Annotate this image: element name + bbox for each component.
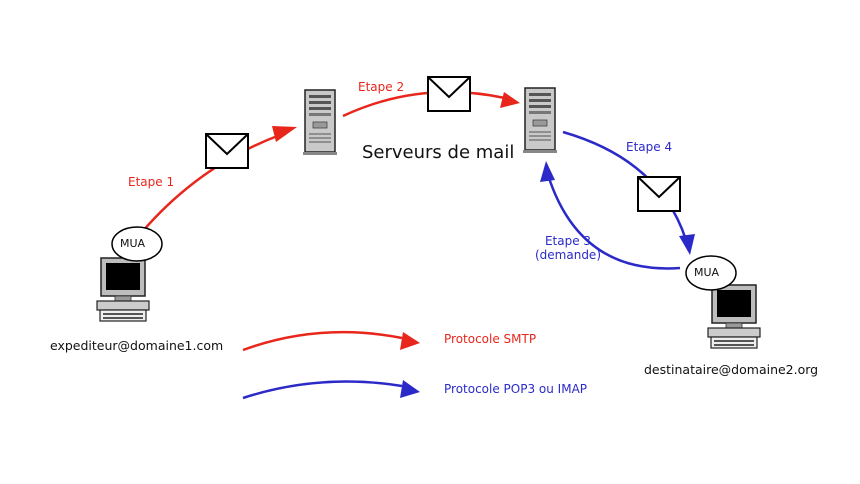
step4-label: Etape 4	[626, 140, 673, 154]
step1-arrow	[141, 133, 281, 233]
step2-arrowhead	[500, 92, 520, 108]
computer-icon	[707, 284, 761, 349]
step3-arrowhead	[540, 161, 555, 182]
legend-pop-arrow	[242, 380, 403, 400]
mua-sender-ellipse	[111, 226, 163, 262]
mua-recipient-ellipse	[685, 255, 737, 291]
envelope-icon	[205, 133, 249, 169]
computer-icon	[96, 257, 150, 322]
legend-smtp-label: Protocole SMTP	[444, 332, 537, 346]
step3-note: (demande)	[534, 248, 601, 262]
server-icon	[302, 89, 338, 156]
mua-recipient-label: MUA	[694, 266, 720, 279]
step1-arrowhead	[272, 126, 297, 142]
mua-sender-label: MUA	[120, 237, 146, 250]
step4-arrow	[562, 130, 688, 241]
legend-smtp-arrowhead	[400, 332, 420, 350]
sender-address: expediteur@domaine1.com	[50, 338, 224, 353]
servers-label: Serveurs de mail	[362, 142, 515, 163]
recipient-address: destinataire@domaine2.org	[644, 362, 819, 377]
server-icon	[522, 87, 558, 154]
step1-label: Etape 1	[128, 175, 175, 189]
legend-pop-label: Protocole POP3 ou IMAP	[444, 382, 588, 396]
envelope-icon	[637, 176, 681, 212]
step2-arrow	[342, 90, 506, 118]
step3-arrow	[546, 174, 681, 270]
legend-pop-arrowhead	[400, 380, 420, 398]
envelope-icon	[427, 76, 471, 112]
step4-arrowhead	[679, 234, 695, 255]
step2-label: Etape 2	[358, 80, 405, 94]
step3-label: Etape 3 (demande)	[528, 234, 608, 262]
legend-smtp-arrow	[242, 330, 403, 352]
step3-title: Etape 3	[544, 234, 592, 248]
